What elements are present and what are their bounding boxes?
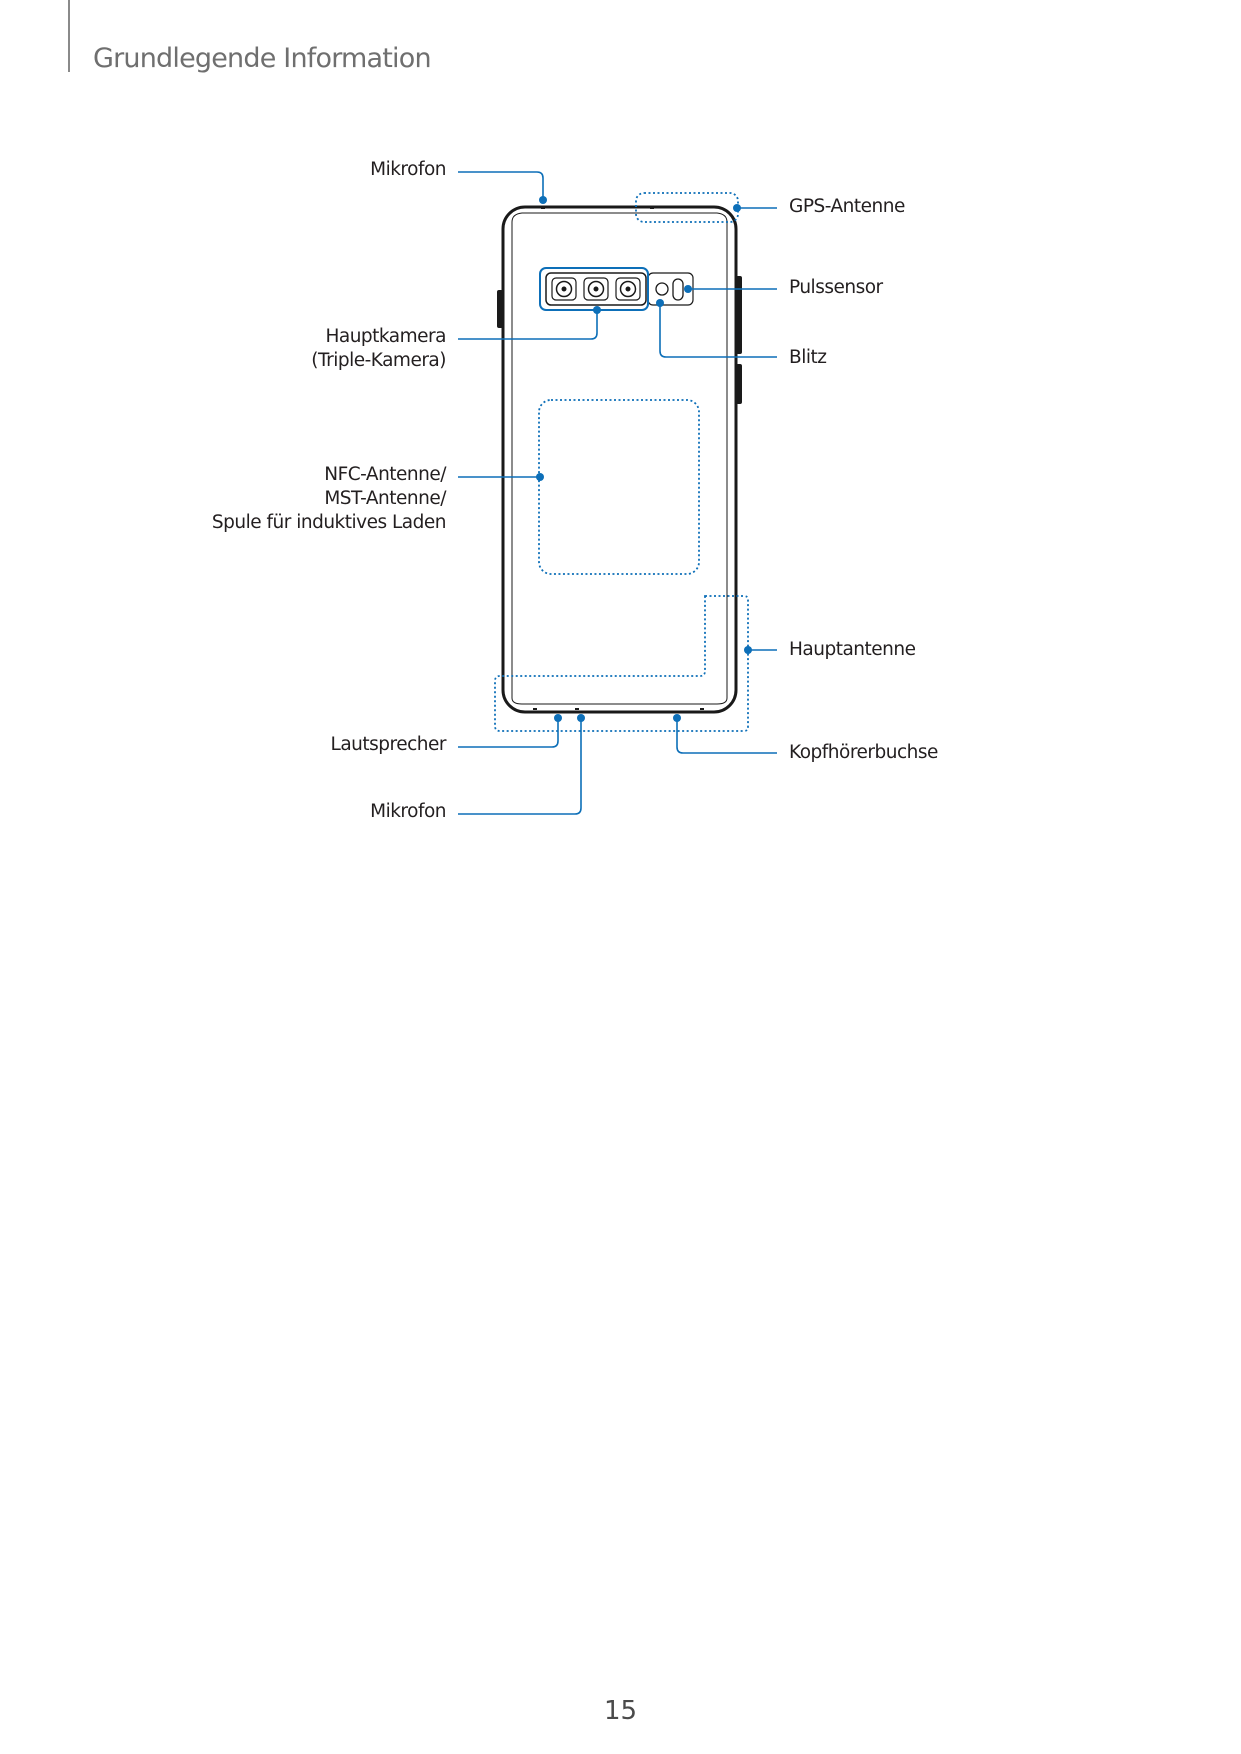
callout-mikrofon-bottom: Mikrofon [370,801,446,822]
callout-lautsprecher: Lautsprecher [330,734,447,755]
callout-nfc: NFC-Antenne/ MST-Antenne/ Spule für indu… [211,464,447,533]
camera-lens-2 [583,277,609,301]
main-antenna-area [494,595,749,732]
leader-mikrofon-bottom [458,718,582,815]
leader-dots [536,196,752,722]
nfc-coil-area [538,399,700,575]
leader-blitz [659,303,777,358]
callout-pulssensor: Pulssensor [789,277,883,298]
flash [655,282,669,296]
callout-blitz: Blitz [789,347,827,368]
phone-inner-edge [511,212,728,705]
phone-body [501,205,738,714]
section-title: Grundlegende Information [93,43,432,74]
leader-hauptkamera [458,312,598,340]
callout-gps: GPS-Antenne [789,196,905,217]
leader-mikrofon-top [458,171,544,200]
callout-kopfhoerer: Kopfhörerbuchse [789,742,938,763]
callout-mikrofon-top: Mikrofon [370,159,446,180]
callout-hauptkamera: Hauptkamera (Triple-Kamera) [311,326,446,371]
phone-back-diagram: Mikrofon Hauptkamera (Triple-Kamera) NFC… [211,159,939,822]
camera-lens-1 [551,277,577,301]
leader-kopfhoerer [676,718,777,754]
header-rule [68,0,70,72]
camera-lens-3 [615,277,641,301]
heart-rate-sensor [672,278,684,301]
callout-hauptantenne: Hauptantenne [789,639,916,660]
leader-lines [458,171,777,815]
phone-illustration [458,171,777,815]
page-number: 15 [603,1696,638,1726]
leader-lautsprecher [458,718,559,748]
